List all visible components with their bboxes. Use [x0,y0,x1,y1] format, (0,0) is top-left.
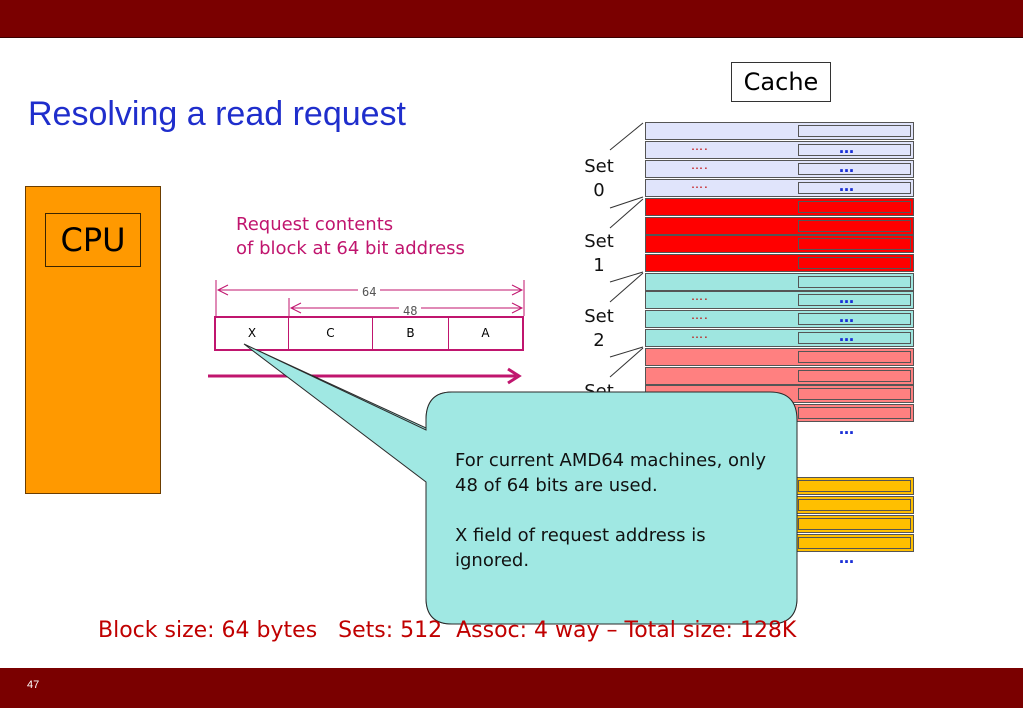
dim64-left-arrow [216,284,229,296]
cache-tag [798,370,911,382]
field-x: X [216,318,289,349]
field-b: B [373,318,449,349]
cpu-label: CPU [45,213,141,267]
cache-line [645,273,914,291]
cache-label: Cache [731,62,831,102]
cache-line [645,348,914,366]
cache-line: …. … [645,308,914,328]
cache-line [645,122,914,140]
dim48-right-arrow [511,302,524,314]
more-sets-dots: … [839,420,854,438]
cache-line: …. … [645,289,914,309]
cache-tag: … [798,308,911,326]
cache-line: …. … [645,158,914,178]
cache-tag: … [798,177,911,195]
cache-tag [798,388,911,400]
cache-tag: … [798,289,911,307]
field-a: A [481,326,490,340]
request-description: Request contents of block at 64 bit addr… [236,214,465,259]
cache-tag [798,499,911,511]
cache-tag: … [798,327,911,345]
address-fields: X C B A [214,316,524,351]
tag-dots: … [839,177,854,195]
cache-line [645,235,914,253]
cache-tag [798,407,911,419]
slide-title: Resolving a read request [28,95,407,133]
tag-dots: … [839,289,854,307]
tag-dots: … [839,327,854,345]
data-dots: …. [691,327,709,341]
cache-line [645,198,914,216]
field-c: C [289,318,373,349]
cache-tag [798,518,911,530]
cache-tag [798,125,911,137]
cache-parameters: Block size: 64 bytes Sets: 512 Assoc: 4 … [98,618,797,643]
bottom-bar [0,668,1023,708]
cache-tag: … [798,158,911,176]
callout-text: For current AMD64 machines, only 48 of 6… [455,450,767,571]
set-0-label: Set 0 [584,156,614,201]
data-dots: …. [691,158,709,172]
cache-tag [798,220,911,232]
cache-line [645,367,914,385]
cache-tag [798,238,911,250]
callout-shape [243,343,798,625]
tag-dots: … [839,158,854,176]
dim-64-label: 64 [358,285,381,299]
cache-tag [798,276,911,288]
cache-tag [798,351,911,363]
dim64-right-arrow [511,284,524,296]
cache-line [645,254,914,272]
tag-dots: … [839,308,854,326]
set-1-label: Set 1 [584,231,614,276]
data-dots: …. [691,308,709,322]
cache-tag [798,480,911,492]
dim-48-label: 48 [399,304,422,318]
cache-tag [798,257,911,269]
top-title-bar [0,0,1023,38]
dim48-left-arrow [289,302,302,314]
cache-line [645,217,914,235]
set-2-label: Set 2 [584,306,614,351]
cache-tag [798,201,911,213]
cache-tag: … [798,139,911,157]
tag-dots: … [839,139,854,157]
cache-tag [798,537,911,549]
data-dots: …. [691,177,709,191]
cache-line: …. … [645,139,914,159]
data-dots: …. [691,289,709,303]
data-dots: …. [691,139,709,153]
cache-line: …. … [645,177,914,197]
more-sets-dots-bottom: … [839,549,854,567]
slide-number: 47 [27,679,40,691]
cache-line: …. … [645,327,914,347]
request-arrow-head [507,367,522,385]
